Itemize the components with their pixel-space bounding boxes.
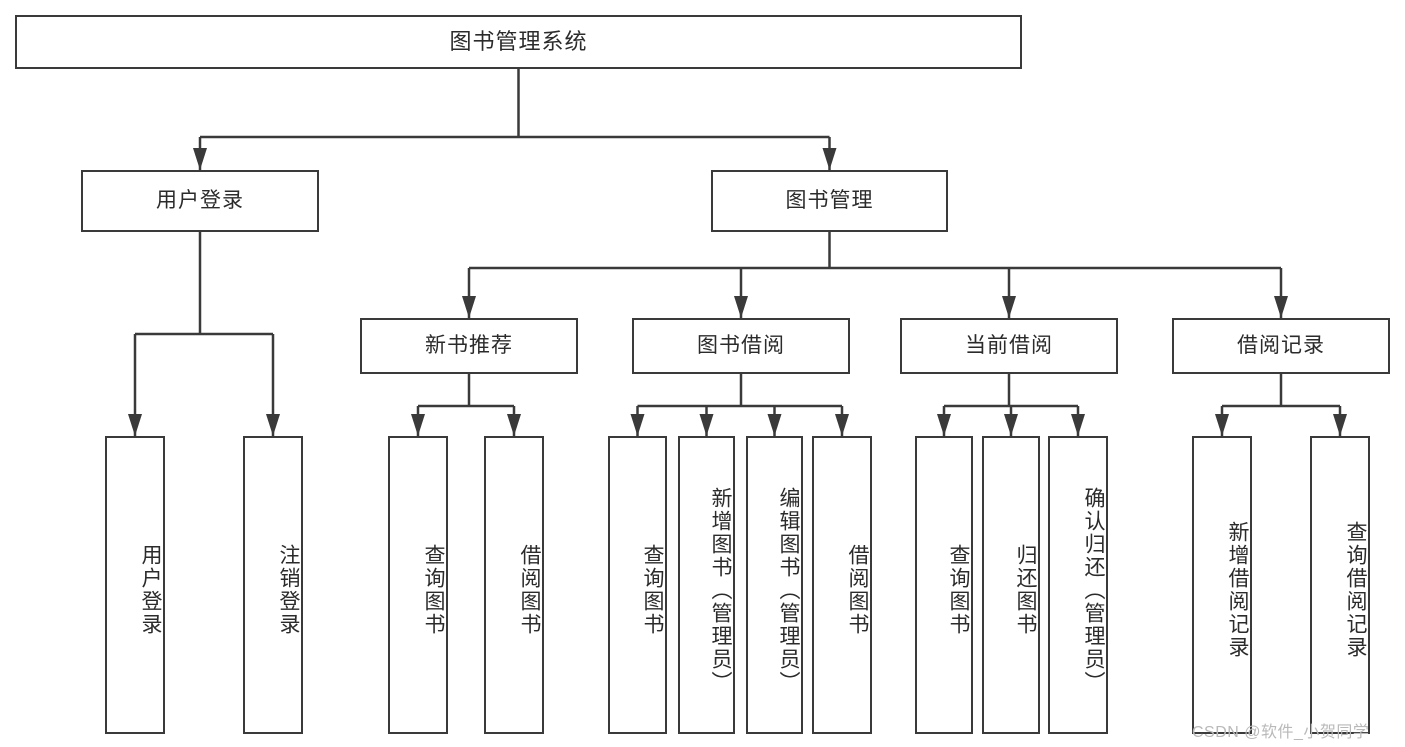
node-label: 图书借阅 (697, 334, 785, 358)
node-book-manage[interactable]: 图书管理 (711, 170, 948, 232)
node-leaf-add-record[interactable]: 新增借阅记录 (1192, 436, 1252, 734)
node-label: 编辑图书（管理员） (777, 486, 800, 694)
node-label: 图书管理 (785, 189, 874, 213)
node-label: 用户登录 (156, 189, 244, 213)
node-leaf-borrow-book-1[interactable]: 借阅图书 (484, 436, 544, 734)
arrowhead-new-book-rec (462, 296, 476, 318)
arrowhead-leaf-query-book-3 (937, 414, 951, 436)
node-label: 用户登录 (139, 544, 162, 636)
node-leaf-query-book-2[interactable]: 查询图书 (608, 436, 667, 734)
node-leaf-user-login[interactable]: 用户登录 (105, 436, 165, 734)
arrowhead-leaf-query-book-1 (411, 414, 425, 436)
node-leaf-return-book[interactable]: 归还图书 (982, 436, 1040, 734)
node-label: 查询借阅记录 (1344, 521, 1367, 659)
node-new-book-rec[interactable]: 新书推荐 (360, 318, 578, 374)
node-leaf-borrow-book-2[interactable]: 借阅图书 (812, 436, 872, 734)
node-label: 查询图书 (422, 544, 445, 636)
node-label: 新书推荐 (425, 334, 513, 358)
node-leaf-user-logout[interactable]: 注销登录 (243, 436, 303, 734)
arrowhead-leaf-user-logout (266, 414, 280, 436)
node-leaf-edit-book[interactable]: 编辑图书（管理员） (746, 436, 803, 734)
arrowhead-leaf-user-login (128, 414, 142, 436)
arrowhead-book-borrow (734, 296, 748, 318)
node-label: 借阅图书 (846, 544, 869, 636)
arrowhead-leaf-query-book-2 (630, 414, 645, 436)
arrowhead-leaf-borrow-book-2 (835, 414, 849, 436)
arrowhead-book-manage (822, 148, 837, 170)
node-label: 借阅记录 (1237, 334, 1325, 358)
arrowhead-current-borrow (1002, 296, 1016, 318)
node-root[interactable]: 图书管理系统 (15, 15, 1022, 69)
arrowhead-leaf-borrow-book-1 (507, 414, 521, 436)
node-label: 注销登录 (277, 544, 300, 636)
node-label: 查询图书 (641, 544, 664, 636)
node-label: 新增借阅记录 (1226, 521, 1249, 659)
node-current-borrow[interactable]: 当前借阅 (900, 318, 1118, 374)
node-leaf-confirm-return[interactable]: 确认归还（管理员） (1048, 436, 1108, 734)
node-user-login[interactable]: 用户登录 (81, 170, 319, 232)
node-label: 图书管理系统 (449, 28, 588, 54)
arrowhead-leaf-edit-book (767, 414, 782, 436)
arrowhead-leaf-add-record (1215, 414, 1229, 436)
arrowhead-leaf-return-book (1004, 414, 1018, 436)
arrowhead-borrow-record (1274, 296, 1288, 318)
node-label: 新增图书（管理员） (709, 486, 732, 694)
arrowhead-leaf-query-record (1333, 414, 1347, 436)
node-book-borrow[interactable]: 图书借阅 (632, 318, 850, 374)
arrowhead-user-login (193, 148, 207, 170)
node-leaf-add-book[interactable]: 新增图书（管理员） (678, 436, 735, 734)
node-label: 当前借阅 (965, 334, 1053, 358)
node-label: 借阅图书 (518, 544, 541, 636)
node-label: 归还图书 (1014, 544, 1037, 636)
arrowhead-leaf-add-book (699, 414, 714, 436)
node-borrow-record[interactable]: 借阅记录 (1172, 318, 1390, 374)
node-label: 查询图书 (947, 544, 970, 636)
node-label: 确认归还（管理员） (1082, 486, 1105, 694)
arrowhead-leaf-confirm-return (1071, 414, 1085, 436)
node-leaf-query-book-3[interactable]: 查询图书 (915, 436, 973, 734)
node-leaf-query-book-1[interactable]: 查询图书 (388, 436, 448, 734)
node-leaf-query-record[interactable]: 查询借阅记录 (1310, 436, 1370, 734)
